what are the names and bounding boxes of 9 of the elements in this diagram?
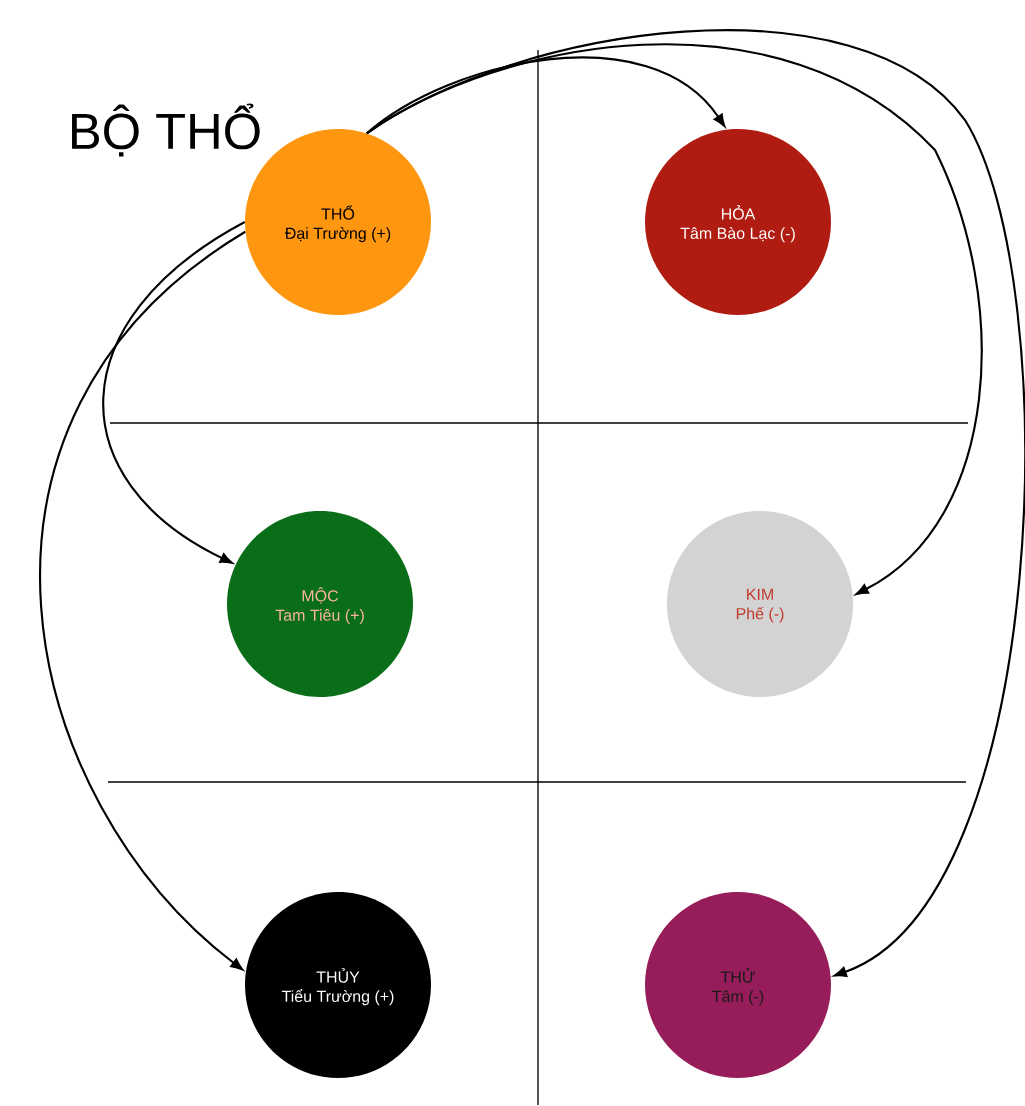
- circle-node: HỎA Tâm Bào Lạc (-): [645, 129, 831, 315]
- arrow: [102, 221, 246, 564]
- arrow: [366, 56, 726, 135]
- circle-node: KIM Phế (-): [667, 511, 853, 697]
- arrow: [366, 29, 1025, 977]
- circle-node: MỘC Tam Tiêu (+): [227, 511, 413, 697]
- circle-node: THỬ Tâm (-): [645, 892, 831, 1078]
- arrow: [40, 230, 246, 971]
- circle-node: THỦY Tiểu Trường (+): [245, 892, 431, 1078]
